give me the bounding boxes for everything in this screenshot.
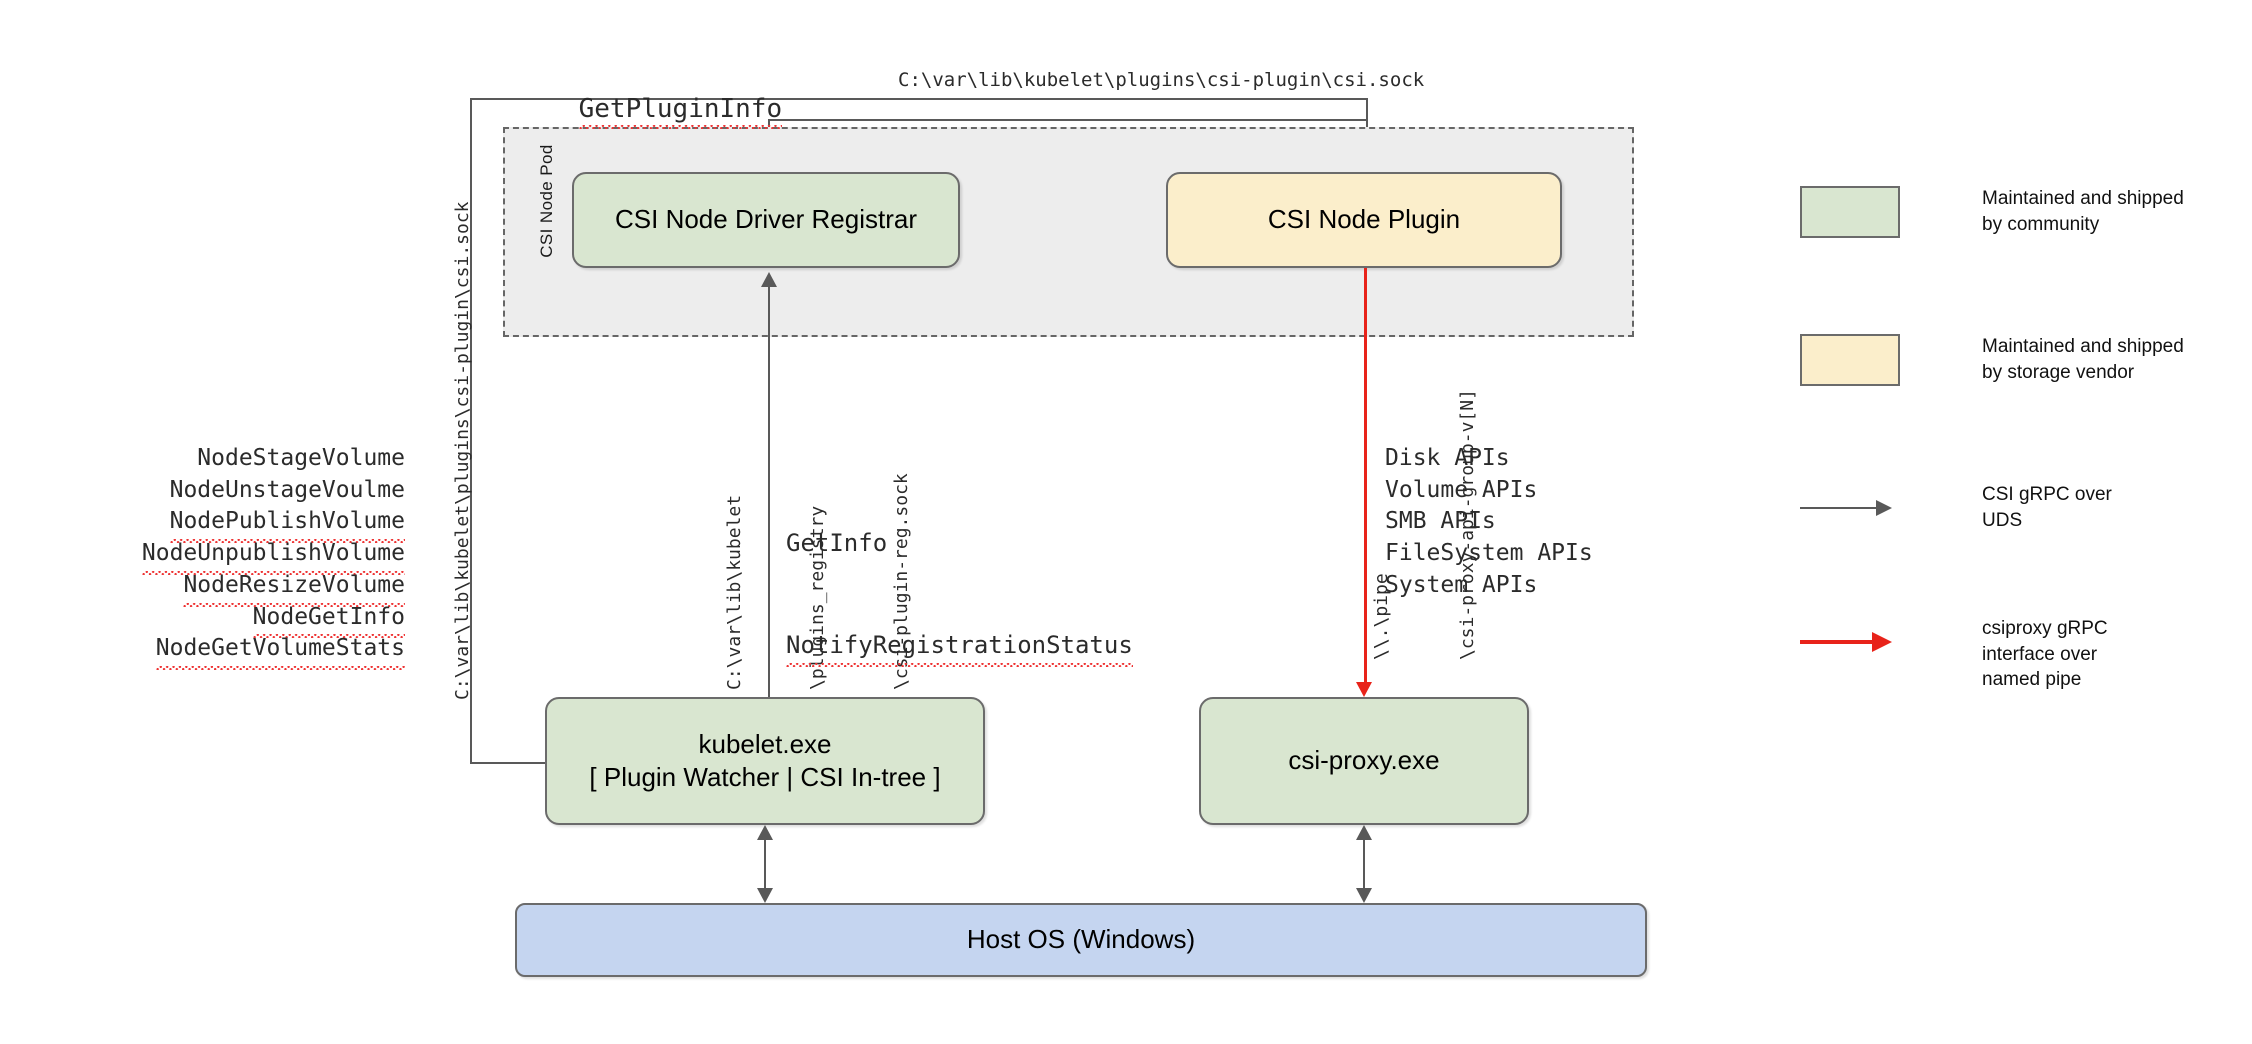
connector-kubelet-left-riser [470, 98, 472, 762]
node-api-6: NodeGetVolumeStats [155, 633, 406, 670]
list-item: NodePublishVolume [110, 506, 406, 543]
label-registration-calls: GetInfo NotifyRegistrationStatus [786, 458, 1133, 731]
label-vertical-csi-sock: C:\var\lib\kubelet\plugins\csi-plugin\cs… [452, 201, 473, 701]
legend-arrow-gray-icon [1800, 482, 1900, 534]
csi-node-pod-label: CSI Node Pod [537, 144, 556, 258]
legend-row-csiproxy-grpc: csiproxy gRPC interface over named pipe [1800, 616, 2108, 693]
connector-nodeplugin-to-csiproxy [1364, 268, 1367, 683]
connector-top-inner-run [768, 119, 1368, 121]
list-item: NodeUnpublishVolume [110, 538, 406, 575]
arrowhead-kubelet-up [757, 825, 773, 840]
list-item: FileSystem APIs [1385, 540, 1593, 567]
legend-label-csi-grpc: CSI gRPC over UDS [1982, 484, 2112, 531]
node-api-5: NodeGetInfo [252, 602, 406, 639]
label-csi-sock-path: C:\var\lib\kubelet\plugins\csi-plugin\cs… [898, 69, 1425, 91]
list-item: NodeGetInfo [110, 602, 406, 639]
proxy-api-list: Disk APIs Volume APIs SMB APIs FileSyste… [1385, 443, 1593, 602]
node-api-1: NodeUnstageVoulme [169, 476, 405, 503]
box-csi-node-driver-registrar[interactable]: CSI Node Driver Registrar [572, 172, 960, 268]
label-get-info: GetInfo [786, 529, 888, 558]
legend-row-csi-grpc: CSI gRPC over UDS [1800, 482, 2112, 534]
connector-kubelet-left-stub [470, 762, 547, 764]
list-item: SMB APIs [1385, 508, 1496, 535]
label-get-plugin-info-text: GetPluginInfo [578, 94, 783, 129]
box-csi-proxy-exe[interactable]: csi-proxy.exe [1199, 697, 1529, 825]
list-item: NodeUnstageVoulme [110, 475, 405, 507]
node-api-2: NodePublishVolume [169, 506, 406, 543]
arrowhead-csiproxy-down [1356, 888, 1372, 903]
legend-swatch-community [1800, 186, 1900, 238]
label-notify-registration-status: NotifyRegistrationStatus [786, 628, 1133, 668]
arrowhead-csiproxy-up [1356, 825, 1372, 840]
list-item: NodeResizeVolume [110, 570, 405, 607]
connector-kubelet-to-hostos [764, 838, 766, 890]
node-api-0: NodeStageVolume [197, 445, 405, 471]
box-kubelet-exe[interactable]: kubelet.exe [ Plugin Watcher | CSI In-tr… [545, 697, 985, 825]
list-item: System APIs [1385, 571, 1538, 598]
box-host-os[interactable]: Host OS (Windows) [515, 903, 1647, 977]
list-item: Volume APIs [1385, 476, 1538, 503]
legend-row-vendor: Maintained and shipped by storage vendor [1800, 334, 2184, 386]
legend-swatch-vendor [1800, 334, 1900, 386]
label-get-plugin-info: GetPluginInfo [516, 64, 782, 154]
node-api-4: NodeResizeVolume [183, 570, 405, 607]
kubelet-subtitle: [ Plugin Watcher | CSI In-tree ] [589, 762, 941, 792]
node-api-list: NodeStageVolume NodeUnstageVoulme NodePu… [110, 443, 406, 670]
legend-label-csiproxy-grpc: csiproxy gRPC interface over named pipe [1982, 618, 2108, 691]
reg-sock-line-1: C:\var\lib\kubelet [723, 494, 745, 690]
legend-label-community: Maintained and shipped by community [1982, 188, 2184, 235]
list-item: NodeStageVolume [110, 443, 405, 475]
connector-csiproxy-to-hostos [1363, 838, 1365, 890]
list-item: NodeGetVolumeStats [110, 633, 406, 670]
arrowhead-into-csi-proxy [1356, 682, 1372, 697]
node-api-3: NodeUnpublishVolume [141, 538, 406, 575]
connector-top-outer-run [470, 98, 1368, 100]
legend-arrow-red-icon [1800, 616, 1900, 668]
connector-kubelet-to-registrar [768, 287, 770, 697]
legend-label-vendor: Maintained and shipped by storage vendor [1982, 336, 2184, 383]
box-csi-node-plugin[interactable]: CSI Node Plugin [1166, 172, 1562, 268]
kubelet-title: kubelet.exe [698, 728, 832, 759]
arrowhead-kubelet-down [757, 888, 773, 903]
legend-row-community: Maintained and shipped by community [1800, 186, 2184, 238]
arrowhead-into-registrar [761, 272, 777, 287]
list-item: Disk APIs [1385, 445, 1510, 471]
